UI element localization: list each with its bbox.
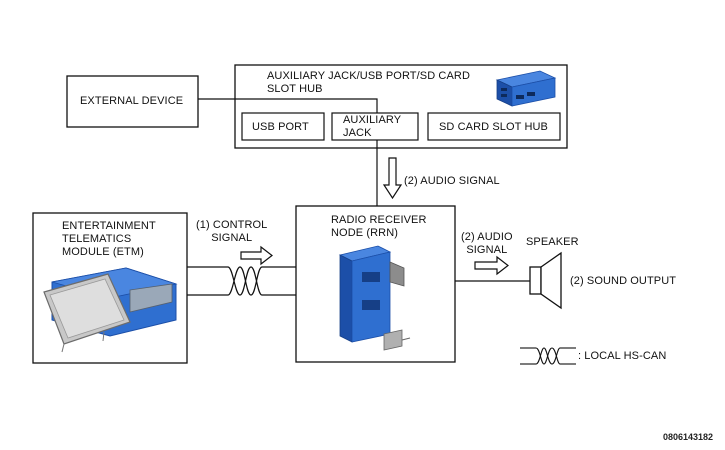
usb-port-box [241,112,325,141]
etm-module-image [43,267,178,353]
reference-code: 0806143182 [663,432,714,442]
external-device-label: EXTERNAL DEVICE [80,95,184,107]
sd-card-slot-hub-box [427,112,561,141]
auxiliary-jack-box [331,112,419,141]
legend-local-hs-can-label: : LOCAL HS-CAN [578,350,667,362]
auxiliary-jack-label: AUXILIARY JACK [343,114,402,139]
audio-signal-arrow-right [474,255,509,276]
audio-signal-speaker-label: (2) AUDIO SIGNAL [461,231,513,256]
speaker-label: SPEAKER [526,236,579,248]
speaker-symbol [529,251,562,310]
rrn-module-image [338,245,411,351]
control-signal-arrow [240,245,273,266]
external-device-box [66,75,199,128]
etm-label: ENTERTAINMENT TELEMATICS MODULE (ETM) [62,220,156,258]
audio-signal-hub-label: (2) AUDIO SIGNAL [404,175,500,187]
sd-card-slot-hub-label: SD CARD SLOT HUB [439,121,548,133]
legend-twisted-pair [520,347,576,365]
usb-port-label: USB PORT [252,121,309,133]
control-signal-label: (1) CONTROL SIGNAL [196,219,268,244]
audio-signal-arrow-down [382,157,403,200]
external-device-wire [198,98,378,113]
etm-rrn-can-bus [187,266,296,296]
sound-output-label: (2) SOUND OUTPUT [570,275,677,287]
rrn-label: RADIO RECEIVER NODE (RRN) [331,214,427,239]
hub-module-image [495,70,557,107]
hub-title-label: AUXILIARY JACK/USB PORT/SD CARD SLOT HUB [267,70,470,95]
